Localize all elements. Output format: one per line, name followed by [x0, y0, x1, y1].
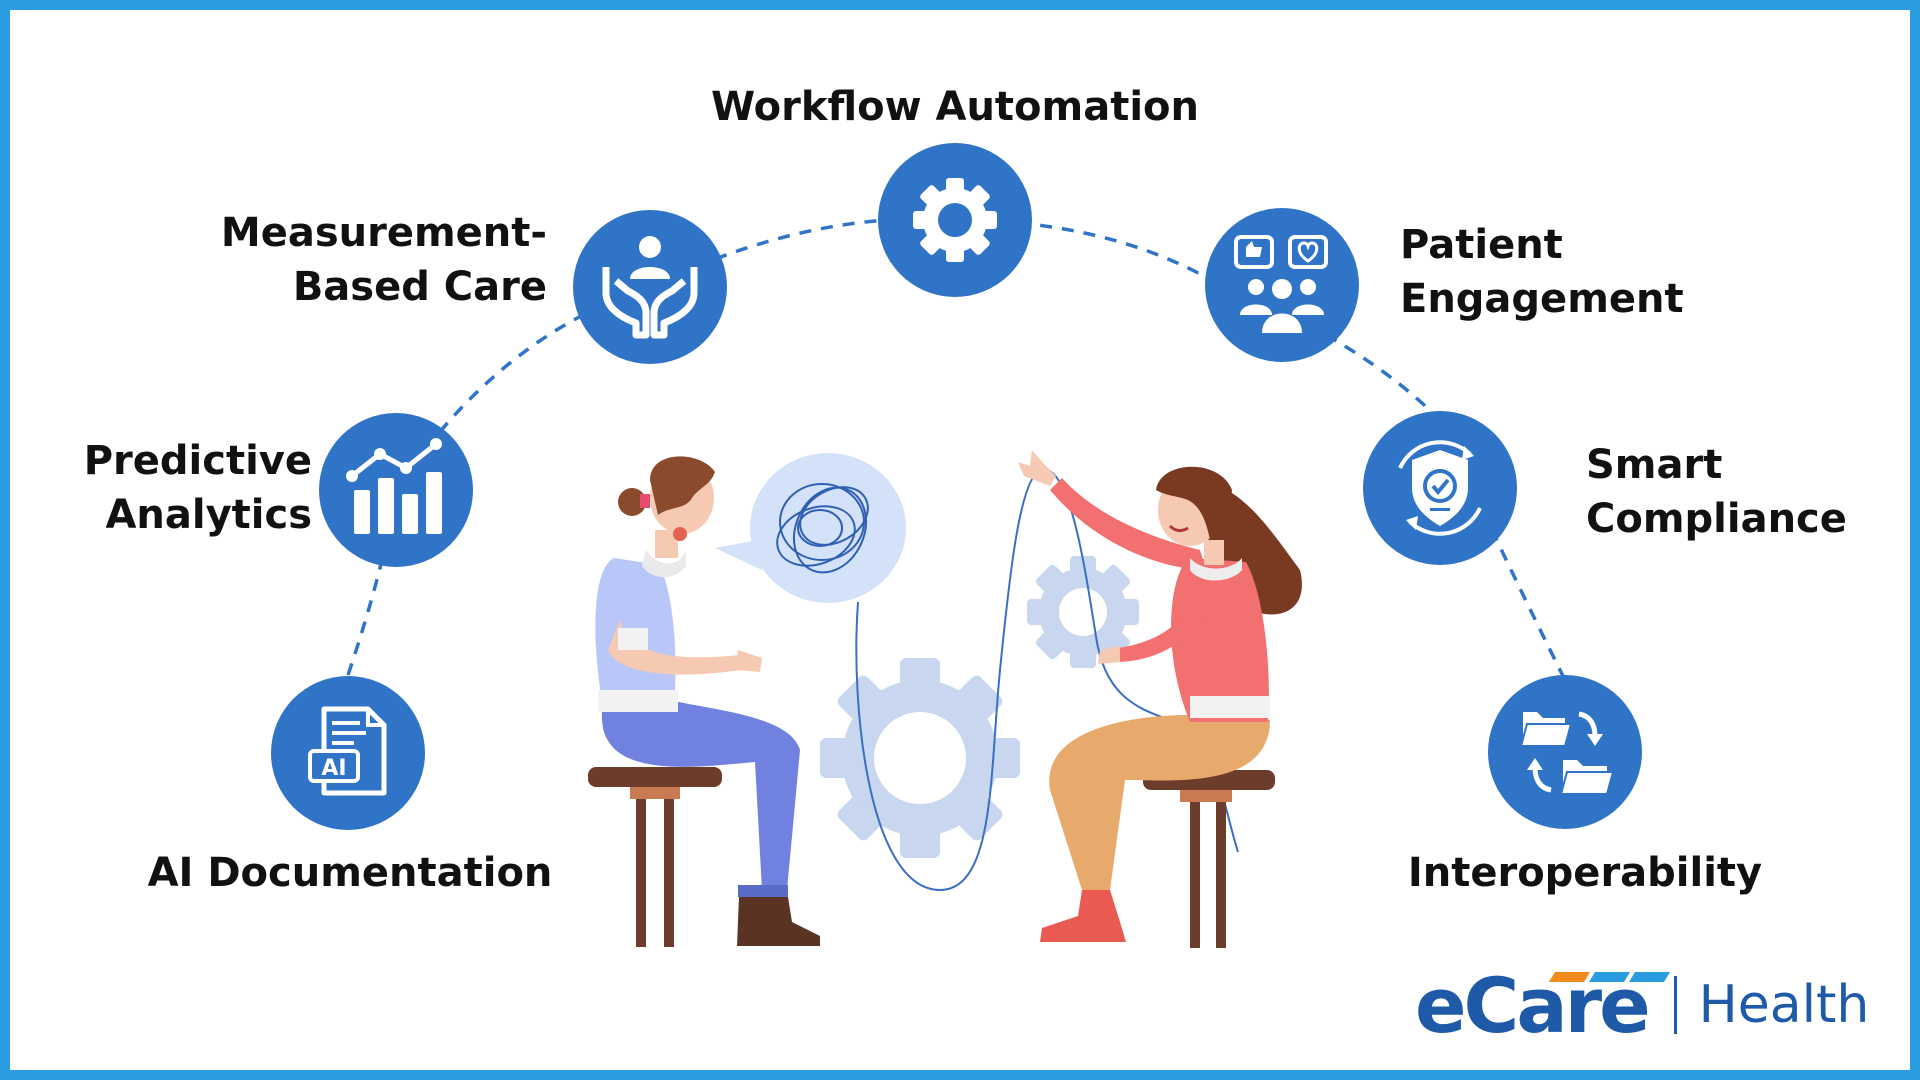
- label-interoperability: Interoperability: [1370, 846, 1800, 900]
- brand-divider: [1673, 976, 1677, 1034]
- label-predictive-line2: Analytics: [105, 492, 312, 538]
- label-interoperability-text: Interoperability: [1407, 850, 1763, 896]
- label-compliance-line2: Compliance: [1586, 496, 1847, 542]
- interoperability-icon: [1488, 675, 1642, 829]
- workflow-automation-icon: [878, 143, 1032, 297]
- smart-compliance-icon: [1363, 411, 1517, 565]
- gear-large-icon: [820, 658, 1020, 858]
- patient-engagement-icon: [1205, 208, 1359, 362]
- label-compliance-line1: Smart: [1586, 442, 1723, 488]
- brand-logo: eCare Health: [1415, 961, 1870, 1050]
- label-ai-documentation: AI Documentation: [90, 846, 610, 900]
- brand-accent: [1549, 972, 1670, 982]
- ai-badge-text: AI: [321, 756, 346, 781]
- label-patient-line1: Patient: [1400, 222, 1563, 268]
- label-measurement-based-care: Measurement- Based Care: [160, 206, 547, 314]
- label-workflow-automation: Workflow Automation: [710, 80, 1200, 134]
- label-patient-engagement: Patient Engagement: [1400, 218, 1684, 326]
- person-stressed: [588, 456, 820, 947]
- label-predictive-line1: Predictive: [83, 438, 312, 484]
- label-workflow-automation-text: Workflow Automation: [710, 84, 1199, 130]
- brand-suffix: Health: [1698, 975, 1870, 1035]
- label-predictive-analytics: Predictive Analytics: [50, 434, 312, 542]
- thought-bubble: [715, 453, 906, 603]
- label-patient-line2: Engagement: [1400, 276, 1684, 322]
- measurement-based-care-icon: [573, 210, 727, 364]
- label-measurement-line2: Based Care: [292, 264, 547, 310]
- person-smiling: [1018, 450, 1302, 948]
- gear-small-icon: [1027, 556, 1139, 668]
- brand-name: eCare: [1415, 960, 1651, 1050]
- predictive-analytics-icon: [319, 413, 473, 567]
- label-smart-compliance: Smart Compliance: [1586, 438, 1847, 546]
- ai-documentation-icon: AI: [271, 676, 425, 830]
- label-ai-documentation-text: AI Documentation: [147, 850, 553, 896]
- label-measurement-line1: Measurement-: [220, 210, 547, 256]
- scene: AI: [271, 143, 1670, 982]
